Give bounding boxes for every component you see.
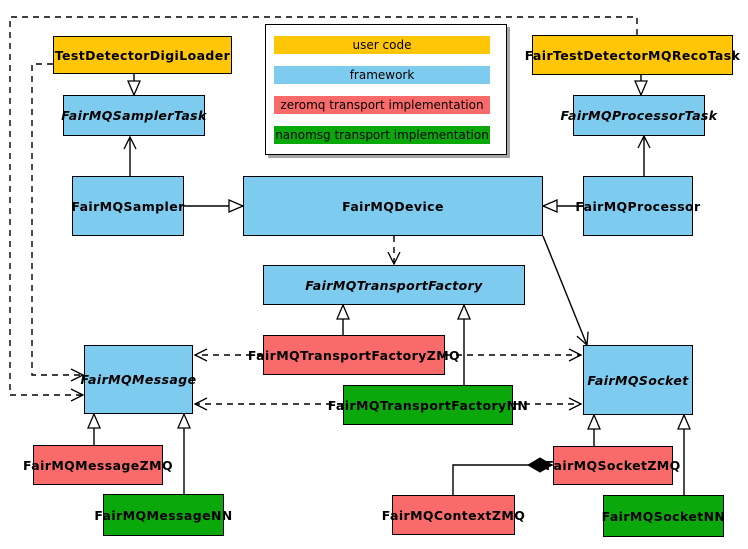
node-fairmqcontextzmq: FairMQContextZMQ	[382, 495, 525, 535]
edge-device-to-socket	[542, 235, 589, 347]
node-fairmqtransportfactory: FairMQTransportFactory	[263, 265, 525, 305]
node-fairmqsocket: FairMQSocket	[583, 345, 693, 415]
legend-item-nanomsg: nanomsg transport implementation	[274, 126, 490, 144]
legend-item-framework: framework	[274, 66, 490, 84]
node-fairmqprocessortask: FairMQProcessorTask	[561, 95, 717, 136]
legend-item-zeromq: zeromq transport implementation	[274, 96, 490, 114]
node-fairmqmessagenn: FairMQMessageNN	[94, 494, 232, 536]
node-fairmqsamplertask: FairMQSamplerTask	[61, 95, 206, 136]
node-fairmqsampler: FairMQSampler	[71, 176, 184, 236]
edge-contextzmq-to-socketzmq	[452, 457, 553, 495]
node-fairmqdevice: FairMQDevice	[243, 176, 543, 236]
node-fairmqmessage: FairMQMessage	[81, 345, 196, 414]
node-fairmqtransportfactorynn: FairMQTransportFactoryNN	[328, 385, 528, 425]
legend: user code framework zeromq transport imp…	[265, 24, 507, 155]
node-fairmqsocketzmq: FairMQSocketZMQ	[545, 446, 680, 485]
node-testdetectordigiloader: TestDetectorDigiLoader	[53, 36, 232, 74]
node-fairmqsocketnn: FairMQSocketNN	[602, 495, 725, 537]
edge-digiloader-to-message	[31, 63, 85, 382]
node-fairmqprocessor: FairMQProcessor	[575, 176, 700, 236]
legend-item-user-code: user code	[274, 36, 490, 54]
node-fairmqmessagezmq: FairMQMessageZMQ	[23, 445, 173, 485]
node-fairmqtransportfactoryzmq: FairMQTransportFactoryZMQ	[248, 335, 460, 375]
edge-recotask-to-message	[9, 16, 638, 402]
node-fairtestdetectormqrecotask: FairTestDetectorMQRecoTask	[525, 35, 740, 75]
